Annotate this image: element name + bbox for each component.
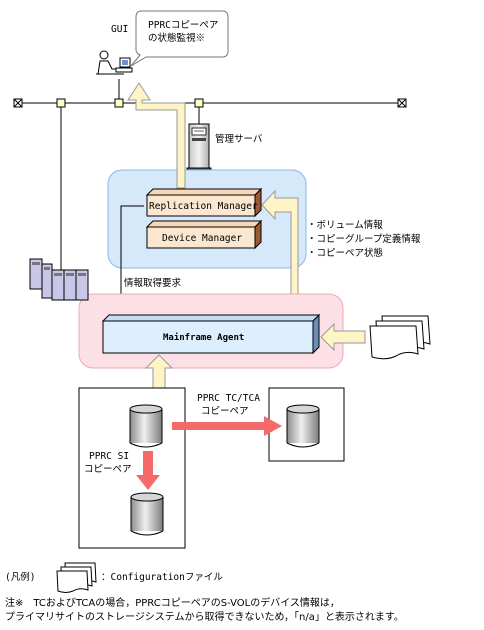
replication-manager-box (145, 187, 263, 218)
si-line1: PPRC SI (89, 451, 129, 462)
tc-tca-line1: PPRC TC/TCA (197, 393, 260, 404)
status-bubble (130, 10, 229, 67)
info-item-3: ・コピーペア状態 (307, 247, 383, 259)
info-item-2: ・コピーグループ定義情報 (307, 233, 421, 245)
request-label: 情報取得要求 (124, 277, 182, 289)
si-svol-cylinder (130, 492, 164, 536)
legend-config-label: ：Configurationファイル (101, 572, 223, 583)
legend-title: (凡例) (5, 571, 35, 583)
tc-svol-cylinder (286, 404, 320, 448)
replication-manager-label: Replication Manager (149, 201, 258, 212)
pvol-cylinder (129, 404, 163, 448)
config-arrow (320, 322, 366, 352)
config-files-icon (369, 315, 431, 360)
mainframe-agent-box (101, 313, 321, 355)
server-label: 管理サーバ (215, 133, 263, 145)
si-line2: コピーペア (84, 464, 132, 475)
lan-line (13, 79, 407, 282)
mainframe-icon (29, 258, 89, 301)
gui-arrow (127, 82, 186, 189)
si-copy-arrow (136, 451, 160, 490)
tc-tca-line2: コピーペア (201, 406, 249, 417)
legend-config-files-icon (56, 562, 97, 593)
server-icon (186, 123, 212, 173)
device-manager-box (145, 219, 263, 250)
mainframe-agent-label: Mainframe Agent (163, 332, 244, 343)
tc-copy-arrow (172, 416, 282, 436)
footnote-line1: 注※ TCおよびTCAの場合，PPRCコピーペアのS-VOLのデバイス情報は， (5, 598, 340, 609)
footnote-line2: プライマリサイトのストレージシステムから取得できないため，「n/a」と表示されま… (5, 612, 404, 623)
storage-arrow (144, 354, 174, 389)
device-manager-label: Device Manager (162, 233, 242, 244)
gui-user-icon (96, 50, 133, 75)
gui-label: GUI (111, 24, 128, 35)
info-item-1: ・ボリューム情報 (307, 219, 383, 231)
server-area (107, 169, 307, 269)
bubble-line1: PPRCコピーペア (148, 20, 218, 31)
bubble-line2: の状態監視※ (148, 32, 205, 44)
